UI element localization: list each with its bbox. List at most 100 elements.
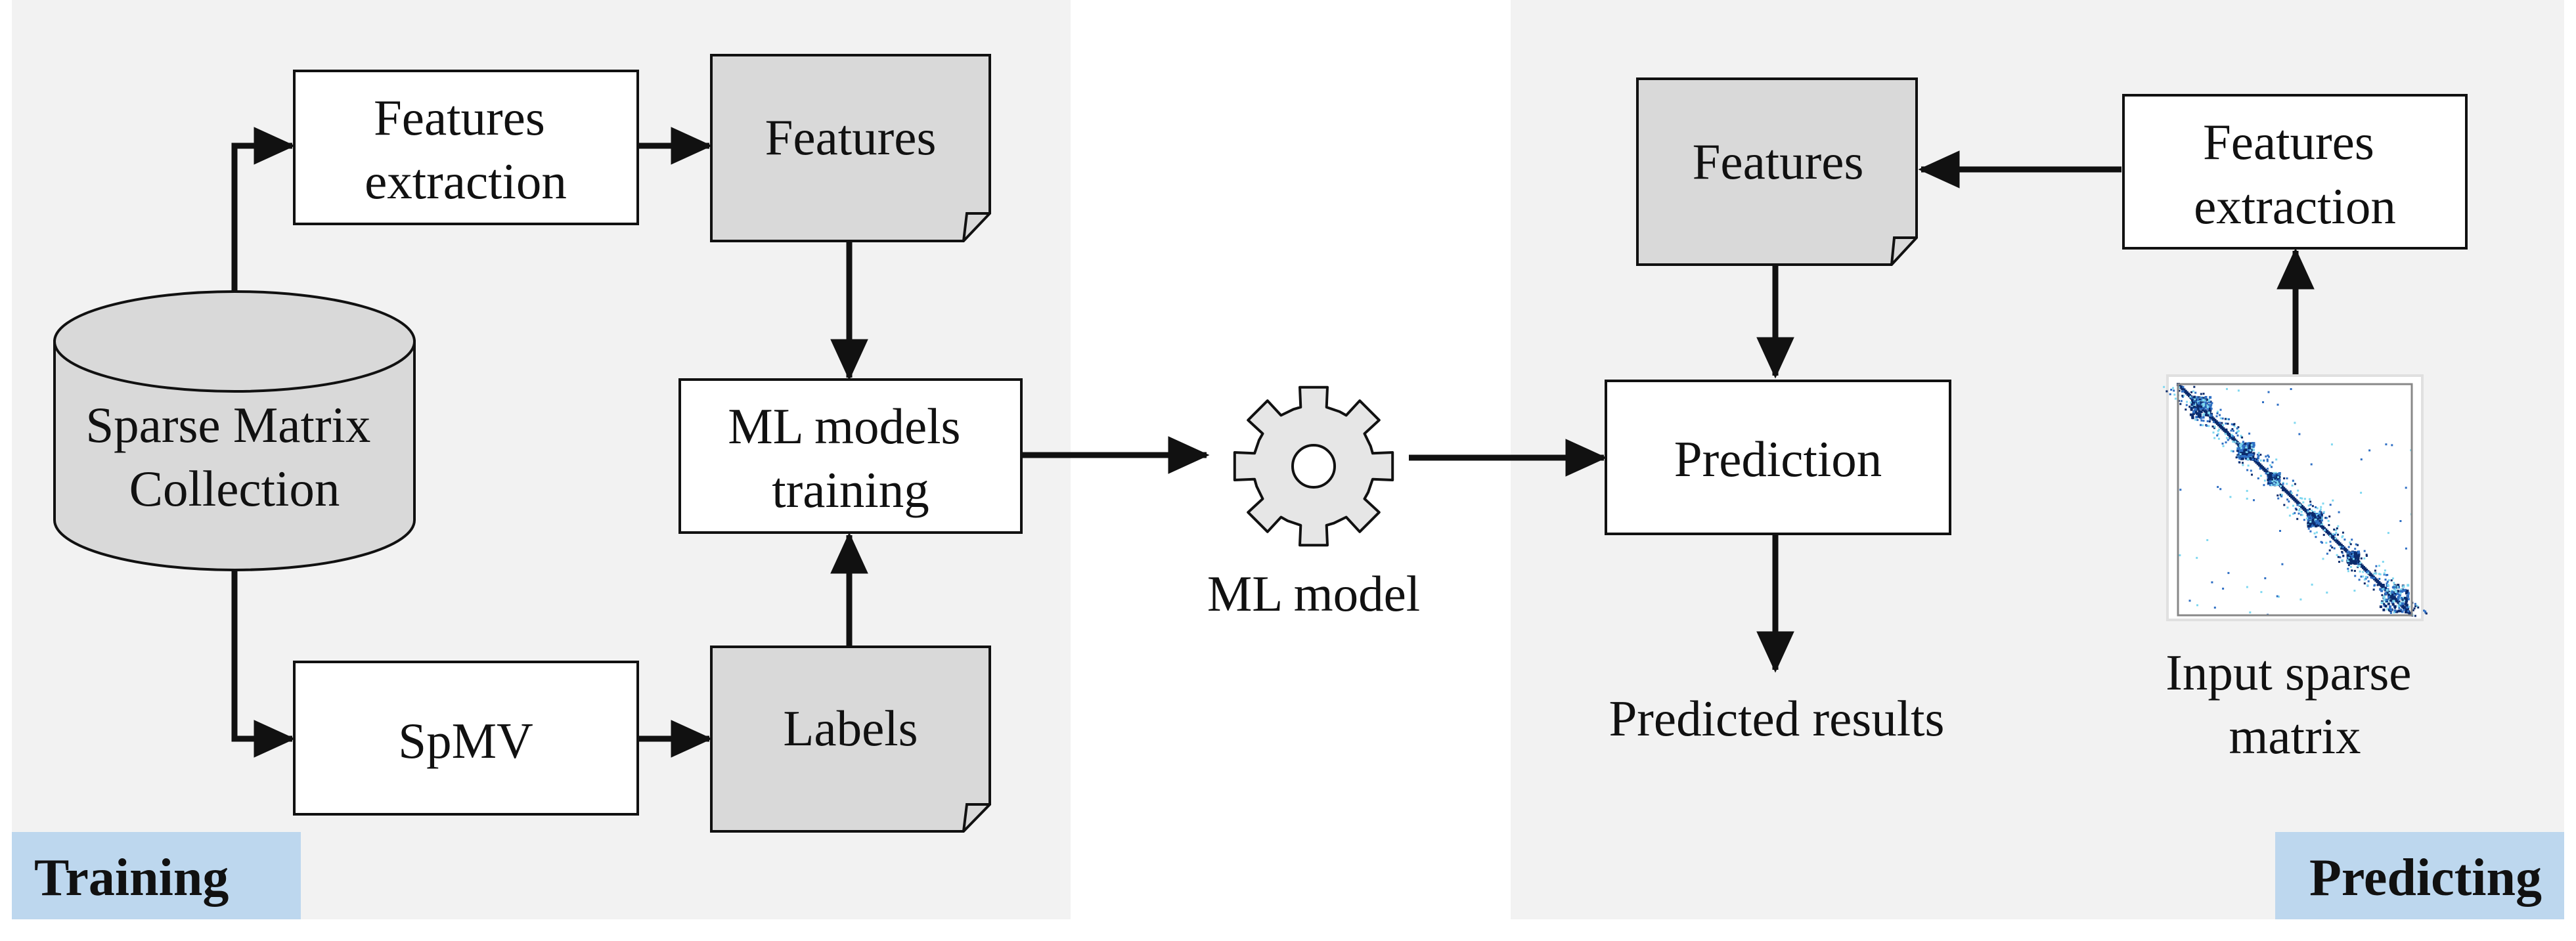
- matrix-nonzero: [2350, 559, 2353, 563]
- matrix-nonzero: [2300, 510, 2303, 513]
- matrix-nonzero: [2248, 446, 2252, 449]
- matrix-nonzero: [2207, 408, 2210, 410]
- matrix-nonzero: [2231, 428, 2234, 430]
- matrix-nonzero: [2259, 468, 2261, 470]
- matrix-nonzero: [2307, 510, 2309, 513]
- matrix-nonzero: [2294, 512, 2296, 514]
- matrix-nonzero: [2226, 430, 2229, 433]
- matrix-nonzero: [2391, 586, 2394, 588]
- ml-models-training-box: [678, 378, 1023, 534]
- matrix-nonzero: [2209, 408, 2212, 412]
- matrix-nonzero: [2200, 405, 2203, 408]
- matrix-nonzero: [2188, 600, 2191, 602]
- matrix-nonzero: [2203, 407, 2206, 410]
- matrix-nonzero: [2362, 571, 2365, 573]
- matrix-nonzero: [2202, 397, 2206, 400]
- matrix-nonzero: [2389, 608, 2393, 611]
- matrix-nonzero: [2266, 458, 2269, 461]
- matrix-nonzero: [2267, 472, 2270, 475]
- matrix-nonzero: [2265, 472, 2267, 475]
- matrix-nonzero: [2245, 455, 2248, 458]
- matrix-nonzero: [2239, 455, 2242, 458]
- matrix-nonzero: [2263, 479, 2266, 482]
- matrix-nonzero: [2347, 550, 2350, 554]
- matrix-nonzero: [2389, 599, 2393, 602]
- matrix-nonzero: [2355, 543, 2357, 546]
- matrix-nonzero: [2232, 424, 2235, 426]
- matrix-nonzero: [2383, 572, 2386, 575]
- matrix-nonzero: [2245, 450, 2248, 453]
- matrix-nonzero: [2192, 403, 2195, 405]
- matrix-nonzero: [2381, 594, 2384, 596]
- matrix-nonzero: [2315, 506, 2317, 508]
- matrix-nonzero: [2359, 561, 2362, 564]
- matrix-nonzero: [2378, 578, 2381, 580]
- matrix-nonzero: [2277, 473, 2280, 476]
- matrix-nonzero: [2290, 490, 2292, 492]
- matrix-nonzero: [2354, 562, 2357, 565]
- ml-model-label: ML model: [1207, 565, 1420, 622]
- matrix-nonzero: [2397, 584, 2400, 586]
- matrix-nonzero: [2249, 449, 2252, 452]
- matrix-nonzero: [2394, 590, 2397, 593]
- matrix-nonzero: [2208, 420, 2211, 423]
- matrix-nonzero: [2244, 442, 2248, 445]
- matrix-nonzero: [2212, 431, 2215, 434]
- matrix-nonzero: [2399, 602, 2401, 605]
- matrix-nonzero: [2353, 558, 2356, 561]
- matrix-nonzero: [2246, 443, 2249, 446]
- matrix-nonzero: [2305, 517, 2308, 519]
- matrix-nonzero: [2403, 598, 2407, 602]
- matrix-nonzero: [2387, 584, 2389, 587]
- matrix-nonzero: [2274, 477, 2276, 480]
- matrix-nonzero: [2351, 555, 2354, 558]
- matrix-nonzero: [2339, 556, 2342, 559]
- matrix-nonzero: [2238, 447, 2241, 450]
- matrix-nonzero: [2385, 443, 2387, 446]
- matrix-nonzero: [2400, 608, 2403, 611]
- database-cylinder-top: [53, 290, 416, 393]
- matrix-nonzero: [2268, 475, 2271, 478]
- matrix-nonzero: [2332, 499, 2334, 502]
- matrix-nonzero: [2242, 456, 2245, 459]
- matrix-nonzero: [2267, 454, 2269, 457]
- input-sparse-matrix-line-2: matrix: [2229, 708, 2361, 764]
- matrix-nonzero: [2353, 556, 2355, 559]
- matrix-nonzero: [2200, 410, 2203, 414]
- features-extraction-predict-box: [2122, 94, 2468, 250]
- matrix-nonzero: [2405, 547, 2407, 550]
- matrix-nonzero: [2401, 588, 2404, 592]
- matrix-nonzero: [2379, 588, 2382, 591]
- matrix-nonzero: [2219, 417, 2222, 420]
- matrix-nonzero: [2236, 427, 2238, 429]
- features-predict-node: Features: [1636, 77, 1918, 266]
- matrix-nonzero: [2269, 464, 2271, 467]
- matrix-nonzero: [2386, 580, 2389, 583]
- matrix-nonzero: [2307, 504, 2310, 507]
- matrix-nonzero: [2363, 550, 2366, 552]
- matrix-nonzero: [2185, 408, 2187, 411]
- matrix-nonzero: [2354, 575, 2357, 577]
- matrix-nonzero: [2354, 560, 2357, 563]
- matrix-nonzero: [2196, 396, 2199, 399]
- matrix-nonzero: [2190, 408, 2193, 411]
- matrix-nonzero: [2315, 536, 2317, 538]
- matrix-nonzero: [2286, 477, 2288, 479]
- document-icon: [710, 646, 991, 833]
- matrix-nonzero: [2354, 548, 2357, 550]
- matrix-nonzero: [2319, 519, 2321, 522]
- matrix-nonzero: [2233, 425, 2236, 427]
- matrix-nonzero: [2269, 480, 2272, 483]
- ml-models-training-line-2: training: [772, 462, 929, 518]
- matrix-nonzero: [2385, 598, 2388, 602]
- matrix-nonzero: [2394, 607, 2396, 609]
- matrix-nonzero: [2269, 477, 2273, 481]
- input-sparse-matrix-line-1: Input sparse: [2165, 644, 2411, 701]
- matrix-nonzero: [2310, 516, 2313, 519]
- matrix-nonzero: [2204, 406, 2206, 408]
- matrix-nonzero: [2368, 449, 2371, 452]
- matrix-nonzero: [2239, 444, 2242, 447]
- matrix-nonzero: [2212, 421, 2215, 424]
- features-extraction-train-node: Features extraction: [293, 70, 639, 225]
- matrix-nonzero: [2278, 596, 2280, 598]
